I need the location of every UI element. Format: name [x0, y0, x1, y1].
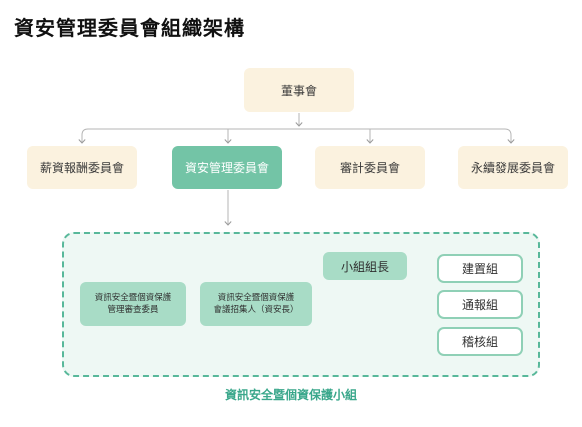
- board-node: 董事會: [244, 68, 354, 112]
- infosec-committee-node: 資安管理委員會: [172, 146, 282, 189]
- page-title: 資安管理委員會組織架構: [14, 16, 245, 40]
- compensation-committee-node: 薪資報酬委員會: [27, 146, 137, 189]
- audit-group-node: 稽核組: [437, 327, 523, 356]
- convener-line2: 會議招集人（資安長）: [213, 305, 299, 315]
- convener-line1: 資訊安全暨個資保護: [217, 293, 295, 303]
- sustainability-committee-node: 永續發展委員會: [458, 146, 568, 189]
- team-leader-node: 小組組長: [323, 252, 407, 280]
- management-review-member-node: 資訊安全暨個資保護 管理審查委員: [80, 282, 186, 326]
- report-group-node: 通報組: [437, 290, 523, 319]
- convener-node: 資訊安全暨個資保護 會議招集人（資安長）: [200, 282, 312, 326]
- audit-committee-node: 審計委員會: [315, 146, 425, 189]
- group-label: 資訊安全暨個資保護小組: [224, 388, 357, 402]
- management-review-member-line2: 管理審查委員: [107, 305, 159, 315]
- management-review-member-line1: 資訊安全暨個資保護: [94, 293, 172, 303]
- build-group-node: 建置組: [437, 254, 523, 283]
